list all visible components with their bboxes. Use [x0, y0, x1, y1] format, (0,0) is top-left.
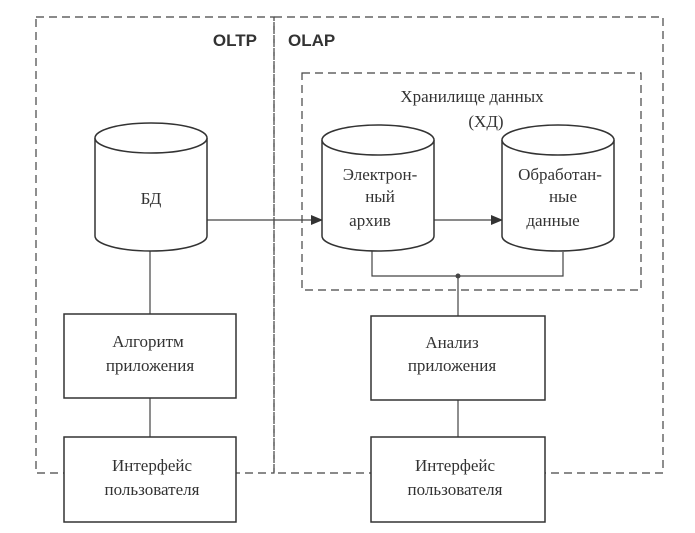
app-algorithm-line1: Алгоритм — [112, 332, 184, 351]
app-analysis-line2: приложения — [408, 356, 497, 375]
app-algorithm-box: Алгоритм приложения — [63, 313, 237, 399]
archive-cylinder: Электрон- ный архив — [321, 124, 435, 252]
ui-oltp-line2: пользователя — [105, 480, 200, 499]
processed-label-line3: данные — [526, 211, 579, 230]
ui-oltp-box: Интерфейс пользователя — [63, 436, 237, 523]
ui-olap-box: Интерфейс пользователя — [370, 436, 546, 523]
app-analysis-line1: Анализ — [425, 333, 479, 352]
warehouse-abbr: (ХД) — [468, 112, 503, 131]
app-analysis-box: Анализ приложения — [370, 315, 546, 401]
archive-label-line2: ный — [365, 187, 395, 206]
app-algorithm-line2: приложения — [106, 356, 195, 375]
processed-label-line2: ные — [549, 187, 577, 206]
db-label: БД — [141, 189, 162, 208]
archive-label-line3: архив — [349, 211, 391, 230]
processed-label-line1: Обработан- — [518, 165, 602, 184]
oltp-label: OLTP — [213, 31, 257, 50]
ui-oltp-line1: Интерфейс — [112, 456, 193, 475]
warehouse-title: Хранилище данных — [400, 87, 544, 106]
olap-label: OLAP — [288, 31, 335, 50]
archive-label-line1: Электрон- — [343, 165, 418, 184]
ui-olap-line2: пользователя — [408, 480, 503, 499]
processed-cylinder: Обработан- ные данные — [501, 124, 615, 252]
ui-olap-line1: Интерфейс — [415, 456, 496, 475]
olap-region — [273, 16, 664, 474]
db-cylinder: БД — [94, 122, 208, 252]
warehouse-region — [301, 72, 642, 291]
warehouse-to-analysis-connector — [371, 245, 564, 277]
